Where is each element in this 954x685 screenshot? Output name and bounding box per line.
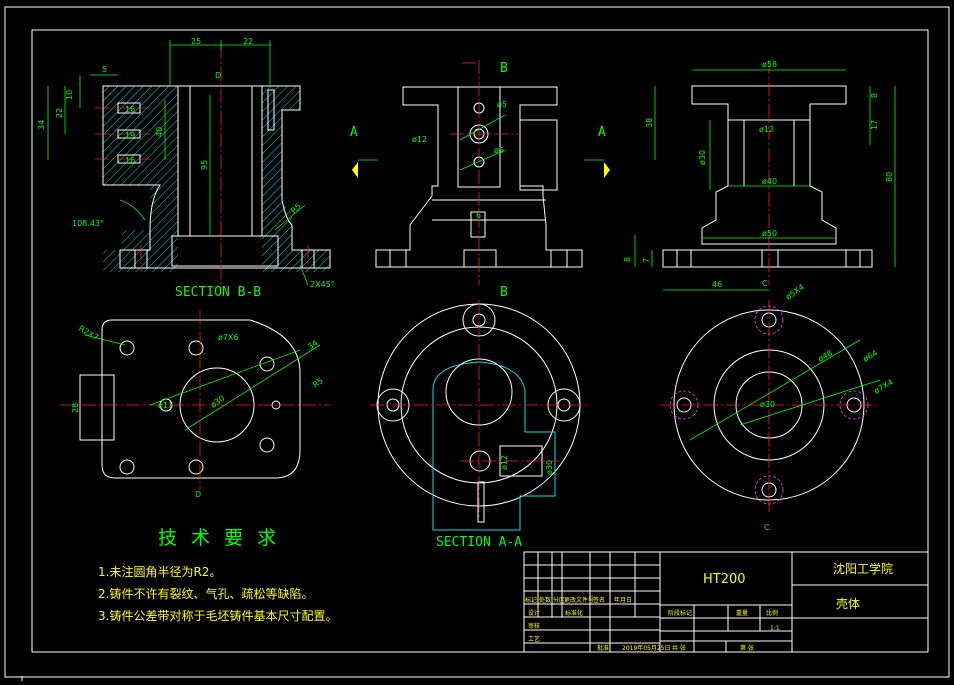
bb-dim-22: 22 bbox=[243, 37, 253, 46]
inner-border bbox=[31, 29, 929, 653]
bb-dim-25: 25 bbox=[191, 37, 201, 46]
d-dim-r5: R5 bbox=[311, 376, 325, 389]
d-dim-r2x7: R2X7 bbox=[77, 324, 100, 342]
bb-dim-34: 34 bbox=[37, 120, 46, 130]
side-dim-d30: ø30 bbox=[698, 150, 707, 165]
bb-dim-95: 95 bbox=[200, 160, 209, 170]
bb-chamfer: 2X45° bbox=[310, 280, 335, 289]
front-arrow-a-left: A bbox=[350, 125, 358, 140]
tb-sign: 签名 bbox=[593, 596, 605, 604]
bb-dim-16a: 16 bbox=[125, 105, 135, 114]
tb-zone: 分区 bbox=[553, 596, 565, 604]
front-arrow-a-right: A bbox=[598, 125, 606, 140]
tb-stage-mark: 阶段标记 bbox=[668, 609, 692, 617]
tb-count: 处数 bbox=[539, 596, 551, 604]
section-bb-label: SECTION B-B bbox=[175, 285, 261, 300]
bb-dim-16b: 16 bbox=[125, 156, 135, 165]
tb-material: HT200 bbox=[703, 572, 746, 587]
d-dim-d30: ø30 bbox=[209, 394, 227, 410]
aa-dim-d12: ø12 bbox=[500, 455, 509, 470]
tb-standard: 标准化 bbox=[565, 609, 583, 617]
section-aa-label: SECTION A-A bbox=[436, 535, 522, 550]
d-view-letter: D bbox=[195, 490, 201, 499]
tb-school: 沈阳工学院 bbox=[833, 561, 893, 576]
section-bb-view: 25 22 5 10 22 34 16 19 16 40 95 108.43° … bbox=[37, 37, 335, 300]
tb-weight: 重量 bbox=[736, 609, 748, 617]
side-dim-80: 80 bbox=[885, 172, 894, 182]
side-arrow-c-top: C bbox=[762, 279, 768, 288]
bb-angle: 108.43° bbox=[72, 219, 104, 228]
c-dim-d74: ø7X4 bbox=[873, 378, 895, 396]
c-dim-d64: ø64 bbox=[862, 348, 880, 363]
front-dim-d12: ø12 bbox=[412, 135, 427, 144]
bb-dim-5: 5 bbox=[102, 65, 107, 74]
tb-change-doc: 更改文件号 bbox=[564, 596, 594, 604]
d-view: R2X7 ø7X6 34 R5 28 ø11 ø30 D bbox=[60, 310, 330, 499]
outer-border bbox=[4, 6, 950, 678]
c-view-letter: C bbox=[764, 523, 770, 532]
side-dim-8: 8 bbox=[870, 93, 879, 98]
aa-arrow-b: B bbox=[500, 285, 508, 300]
tb-sheet-no: 第 张 bbox=[740, 644, 754, 652]
technical-notes: 技 术 要 求 1.未注圆角半径为R2。 2.铸件不许有裂纹、气孔、疏松等缺陷。… bbox=[98, 527, 337, 623]
bb-dim-19: 19 bbox=[125, 131, 135, 140]
side-view: ø58 8 38 17 80 ø12 ø30 ø40 ø50 8 7 46 C bbox=[623, 60, 896, 291]
tb-design: 设计 bbox=[528, 609, 540, 617]
tb-date-value: 2019年05月25日 bbox=[622, 644, 671, 652]
tb-part-name: 壳体 bbox=[836, 597, 860, 611]
aa-dim-d30: ø30 bbox=[545, 460, 554, 475]
d-dim-28: 28 bbox=[71, 403, 80, 413]
bb-view-letter-d: D bbox=[215, 71, 221, 80]
note-1: 1.未注圆角半径为R2。 bbox=[98, 564, 221, 579]
tb-review: 审核 bbox=[528, 622, 540, 630]
side-dim-d58: ø58 bbox=[762, 60, 777, 69]
note-2: 2.铸件不许有裂纹、气孔、疏松等缺陷。 bbox=[98, 586, 313, 601]
tb-mark: 标记 bbox=[525, 596, 537, 604]
title-block: HT200 沈阳工学院 壳体 1:1 标记 处数 分区 更改文件号 签名 年月日… bbox=[523, 551, 929, 653]
side-dim-d40: ø40 bbox=[762, 177, 777, 186]
c-dim-d8: ø5X4 bbox=[784, 282, 806, 301]
bb-dim-40: 40 bbox=[155, 127, 164, 137]
d-dim-d16: ø7X6 bbox=[218, 333, 239, 342]
notes-heading: 技 术 要 求 bbox=[158, 527, 280, 549]
side-dim-38: 38 bbox=[645, 118, 654, 128]
c-view: ø5X4 ø48 ø64 ø30 ø7X4 C bbox=[660, 282, 895, 532]
d-dim-34: 34 bbox=[306, 338, 320, 351]
side-dim-8b: 8 bbox=[623, 257, 632, 262]
tb-approve: 批准 bbox=[597, 644, 609, 652]
side-dim-46: 46 bbox=[712, 280, 722, 289]
front-dim-d5b: ø5 bbox=[494, 146, 504, 155]
front-dim-d5: ø5 bbox=[497, 100, 507, 109]
d-dim-d11: ø11 bbox=[158, 401, 173, 410]
front-arrow-b-top: B bbox=[500, 61, 508, 76]
side-dim-d12: ø12 bbox=[759, 125, 774, 134]
tb-sheets-total: 共 张 bbox=[672, 644, 686, 652]
bb-dim-10: 10 bbox=[65, 90, 74, 100]
side-dim-7: 7 bbox=[642, 258, 651, 263]
tb-scale: 1:1 bbox=[770, 625, 780, 632]
front-dim-6: 6 bbox=[476, 211, 481, 220]
tb-date: 年月日 bbox=[614, 596, 632, 604]
side-dim-d50: ø50 bbox=[762, 229, 777, 238]
bb-dim-22b: 22 bbox=[55, 108, 64, 118]
front-view: B A A ø5 ø12 6 ø5 bbox=[350, 60, 610, 285]
note-3: 3.铸件公差带对称于毛坯铸件基本尺寸配置。 bbox=[98, 608, 337, 623]
side-dim-17: 17 bbox=[870, 120, 879, 130]
section-aa-view: ø12 ø30 B SECTION A-A bbox=[370, 285, 590, 550]
c-dim-d30: ø30 bbox=[760, 400, 775, 409]
tb-craft: 工艺 bbox=[528, 635, 540, 643]
tb-scale-label: 比例 bbox=[766, 609, 778, 617]
c-dim-d48: ø48 bbox=[817, 348, 835, 363]
bb-radius: R5 bbox=[289, 202, 303, 216]
